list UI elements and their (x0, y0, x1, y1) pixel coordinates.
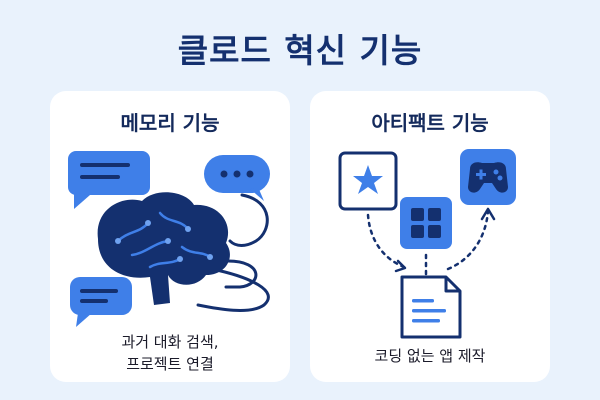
memory-desc-line-1: 과거 대화 검색, (121, 333, 219, 351)
flow-arrows (366, 209, 490, 277)
gamepad-icon (460, 149, 516, 205)
artifact-card: 아티팩트 기능 (310, 91, 550, 382)
memory-card-title: 메모리 기능 (120, 111, 220, 135)
arrow-head (394, 259, 407, 273)
connector-lines (196, 193, 270, 312)
artifact-card-title: 아티팩트 기능 (371, 111, 489, 135)
artifact-card-description: 코딩 없는 앱 제작 (310, 345, 550, 367)
artifact-desc-line-1: 코딩 없는 앱 제작 (374, 347, 486, 365)
artifact-illustration (338, 149, 516, 339)
grid-icon (400, 197, 452, 249)
arrow-head (480, 207, 496, 221)
brain-icon (97, 192, 230, 305)
page-title: 클로드 혁신 기능 (177, 31, 423, 70)
typing-bubble-icon (204, 155, 270, 201)
document-icon (400, 275, 462, 339)
memory-card-description: 과거 대화 검색, 프로젝트 연결 (50, 331, 290, 375)
memory-illustration (68, 151, 270, 327)
chat-bubble-icon (70, 277, 132, 327)
chat-bubble-icon (68, 151, 150, 209)
star-icon (338, 151, 398, 211)
memory-card: 메모리 기능 (50, 91, 290, 382)
memory-desc-line-2: 프로젝트 연결 (126, 355, 214, 373)
